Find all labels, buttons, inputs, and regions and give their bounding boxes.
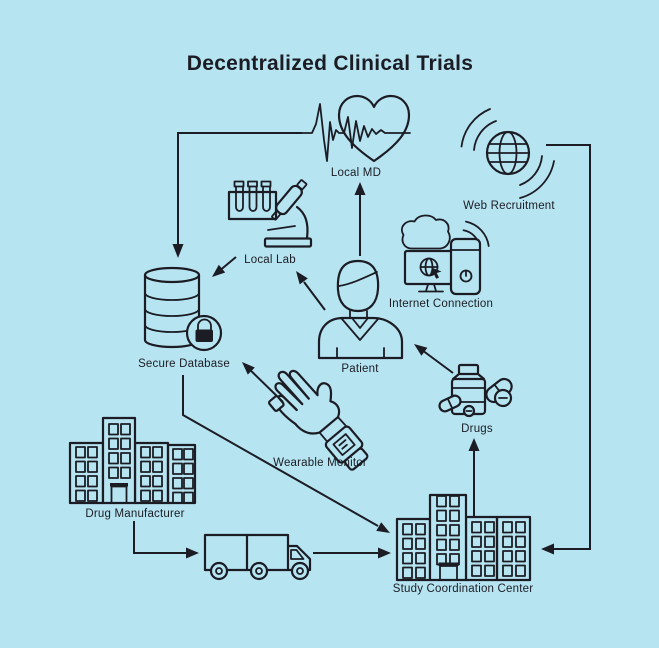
- truck-icon: [203, 533, 312, 581]
- arrow-truck-to-study-coordination-center: [313, 547, 391, 559]
- arrow-study-coordination-center-to-drugs: [468, 438, 480, 516]
- arrow-secure-database-to-study-coordination-center: [182, 375, 390, 533]
- arrow-local-lab-to-secure-database: [212, 256, 237, 277]
- heart-ekg-icon: [301, 94, 411, 163]
- wheel-icon: [209, 561, 310, 581]
- drugs-label: Drugs: [461, 423, 493, 435]
- arrow-local-md-to-secure-database: [172, 132, 302, 258]
- cloud-icon: [401, 214, 451, 250]
- arrow-drugs-to-patient: [414, 344, 454, 374]
- hand-smartwatch-icon: [267, 369, 369, 471]
- patient-label: Patient: [341, 363, 379, 375]
- database-lock-icon: [143, 266, 223, 352]
- arrow-patient-to-local-lab: [296, 271, 326, 311]
- person-icon: [317, 259, 404, 360]
- pill-bottle-icon: [438, 363, 513, 418]
- buildings-icon: [395, 493, 532, 582]
- internet-connection-label: Internet Connection: [389, 298, 493, 310]
- door-lintel: [110, 483, 128, 487]
- door-lintel: [438, 562, 459, 566]
- globe-signal-icon: [460, 108, 555, 199]
- arrow-drug-manufacturer-to-truck: [133, 521, 199, 559]
- cloud-computer-phone-icon: [401, 214, 490, 296]
- secure-database-label: Secure Database: [138, 358, 230, 370]
- arrow-web-recruitment-to-study-coordination-center: [541, 144, 591, 555]
- door: [110, 485, 128, 504]
- local-md-label: Local MD: [331, 167, 381, 179]
- web-recruitment-label: Web Recruitment: [463, 200, 555, 212]
- study-coordination-center-label: Study Coordination Center: [393, 583, 534, 595]
- local-lab-label: Local Lab: [244, 254, 296, 266]
- smartphone-icon: [449, 237, 482, 296]
- finger-sensor-icon: [267, 395, 285, 412]
- cursor-icon: [431, 267, 442, 279]
- test-tubes-microscope-icon: [227, 179, 313, 248]
- drug-manufacturer-label: Drug Manufacturer: [85, 508, 184, 520]
- arrow-patient-to-local-md: [354, 182, 366, 256]
- wearable-monitor-label: Wearable Monitor: [273, 457, 367, 469]
- page-title: Decentralized Clinical Trials: [187, 52, 473, 75]
- door: [439, 565, 458, 581]
- pill-icon: [438, 394, 462, 413]
- buildings-icon: [68, 416, 197, 505]
